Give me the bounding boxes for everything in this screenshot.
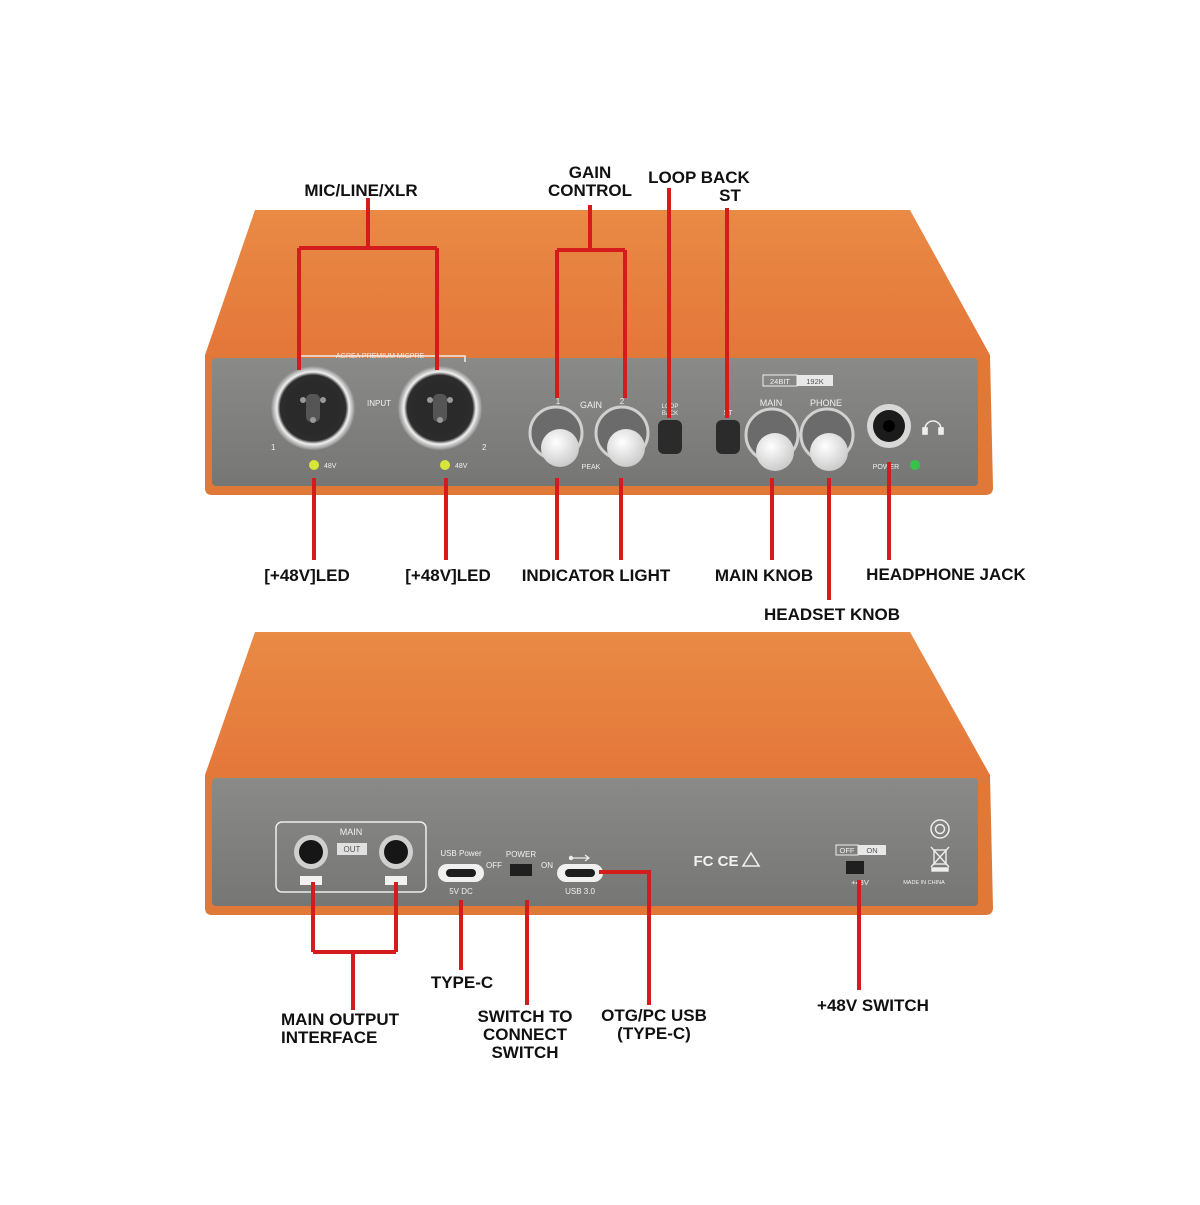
panel-bit: 24BIT <box>770 377 790 386</box>
panel-gain: GAIN <box>580 400 602 410</box>
phantom-48v-switch[interactable] <box>846 861 864 874</box>
back-leader-lines <box>311 870 861 1010</box>
callout-48v-switch: +48V SWITCH <box>817 996 929 1015</box>
callout-otg-1: OTG/PC USB <box>601 1006 707 1025</box>
panel-sw-on: ON <box>866 846 877 855</box>
panel-on: ON <box>541 861 553 870</box>
main-knob[interactable] <box>744 407 800 471</box>
callout-switch-2: CONNECT <box>482 1025 568 1044</box>
panel-main: MAIN <box>760 398 783 408</box>
panel-power-back: POWER <box>506 850 536 859</box>
callout-main-knob: MAIN KNOB <box>714 566 814 585</box>
panel-brand: AGREA PREMIUM MICPRE <box>336 353 425 360</box>
panel-main-out-label: MAIN <box>340 827 363 837</box>
main-out-frame <box>275 821 427 893</box>
gain-knob-2[interactable] <box>594 405 650 467</box>
gain-knob-1[interactable] <box>528 405 584 467</box>
back-case-top <box>205 632 990 775</box>
callout-main-output-1: MAIN OUTPUT <box>281 1010 400 1029</box>
panel-input: INPUT <box>367 399 391 408</box>
headphones-icon <box>922 420 944 435</box>
panel-peak: PEAK <box>582 464 601 471</box>
usb-icon <box>568 854 590 862</box>
panel-power: POWER <box>873 464 899 471</box>
certification-mark-icon: FC CE <box>694 853 739 870</box>
loop-back-switch[interactable] <box>658 420 682 454</box>
callout-led-48v-2: [+48V]LED <box>405 566 491 585</box>
main-out-jack-right[interactable] <box>379 835 413 869</box>
xlr-combo-jack-2[interactable] <box>398 366 482 450</box>
callout-otg-2: (TYPE-C) <box>617 1024 691 1043</box>
panel-48v-2: 48V <box>455 463 468 470</box>
panel-made-in: MADE IN CHINA <box>903 880 945 886</box>
main-out-label-strip-left <box>300 876 322 885</box>
panel-off: OFF <box>486 861 502 870</box>
certification-triangle-icon <box>741 851 761 867</box>
panel-usb-power: USB Power <box>440 849 482 858</box>
callout-led-48v-1: [+48V]LED <box>264 566 350 585</box>
panel-48v-1: 48V <box>324 463 337 470</box>
main-out-label-strip-right <box>385 876 407 885</box>
front-case-top <box>205 210 990 355</box>
callout-gain-control-2: CONTROL <box>547 181 633 200</box>
callout-type-c: TYPE-C <box>430 973 494 992</box>
callout-loop-back: LOOP BACK <box>648 168 750 187</box>
callout-main-output-2: INTERFACE <box>281 1028 378 1047</box>
xlr-combo-jack-1[interactable] <box>271 366 355 450</box>
weee-bin-icon <box>930 846 950 872</box>
back-panel <box>212 778 978 906</box>
callout-headphone-jack: HEADPHONE JACK <box>866 565 1026 584</box>
back-unit: MAIN OUT USB Power 5V DC POWER OFF ON US… <box>205 632 993 915</box>
panel-dc: 5V DC <box>449 887 473 896</box>
led-48v-1 <box>309 460 319 470</box>
headphone-jack[interactable] <box>867 404 911 448</box>
headset-knob[interactable] <box>799 407 855 471</box>
front-unit: AGREA PREMIUM MICPRE INPUT 1 2 48V 48V G… <box>205 210 993 495</box>
panel-gain-1: 1 <box>556 397 561 406</box>
st-switch[interactable] <box>716 420 740 454</box>
power-switch[interactable] <box>510 864 532 876</box>
callout-st: ST <box>719 186 741 205</box>
callout-indicator-light: INDICATOR LIGHT <box>521 566 671 585</box>
panel-usb30: USB 3.0 <box>565 887 595 896</box>
panel-rate: 192K <box>806 377 824 386</box>
panel-out: OUT <box>344 845 361 854</box>
main-out-jack-left[interactable] <box>294 835 328 869</box>
panel-gain-2: 2 <box>620 397 625 406</box>
panel-phone: PHONE <box>810 398 842 408</box>
panel-sw-off: OFF <box>840 846 855 855</box>
front-leader-lines <box>297 188 891 600</box>
panel-ch2: 2 <box>482 443 487 452</box>
recycle-icon <box>930 819 950 839</box>
callout-headset-knob: HEADSET KNOB <box>763 605 900 624</box>
callout-switch-1: SWITCH TO <box>477 1007 573 1026</box>
callout-switch-3: SWITCH <box>491 1043 559 1062</box>
power-led <box>910 460 920 470</box>
callout-gain-control-1: GAIN <box>568 163 612 182</box>
callout-mic-line-xlr: MIC/LINE/XLR <box>304 181 418 200</box>
led-48v-2 <box>440 460 450 470</box>
panel-ch1: 1 <box>271 443 276 452</box>
